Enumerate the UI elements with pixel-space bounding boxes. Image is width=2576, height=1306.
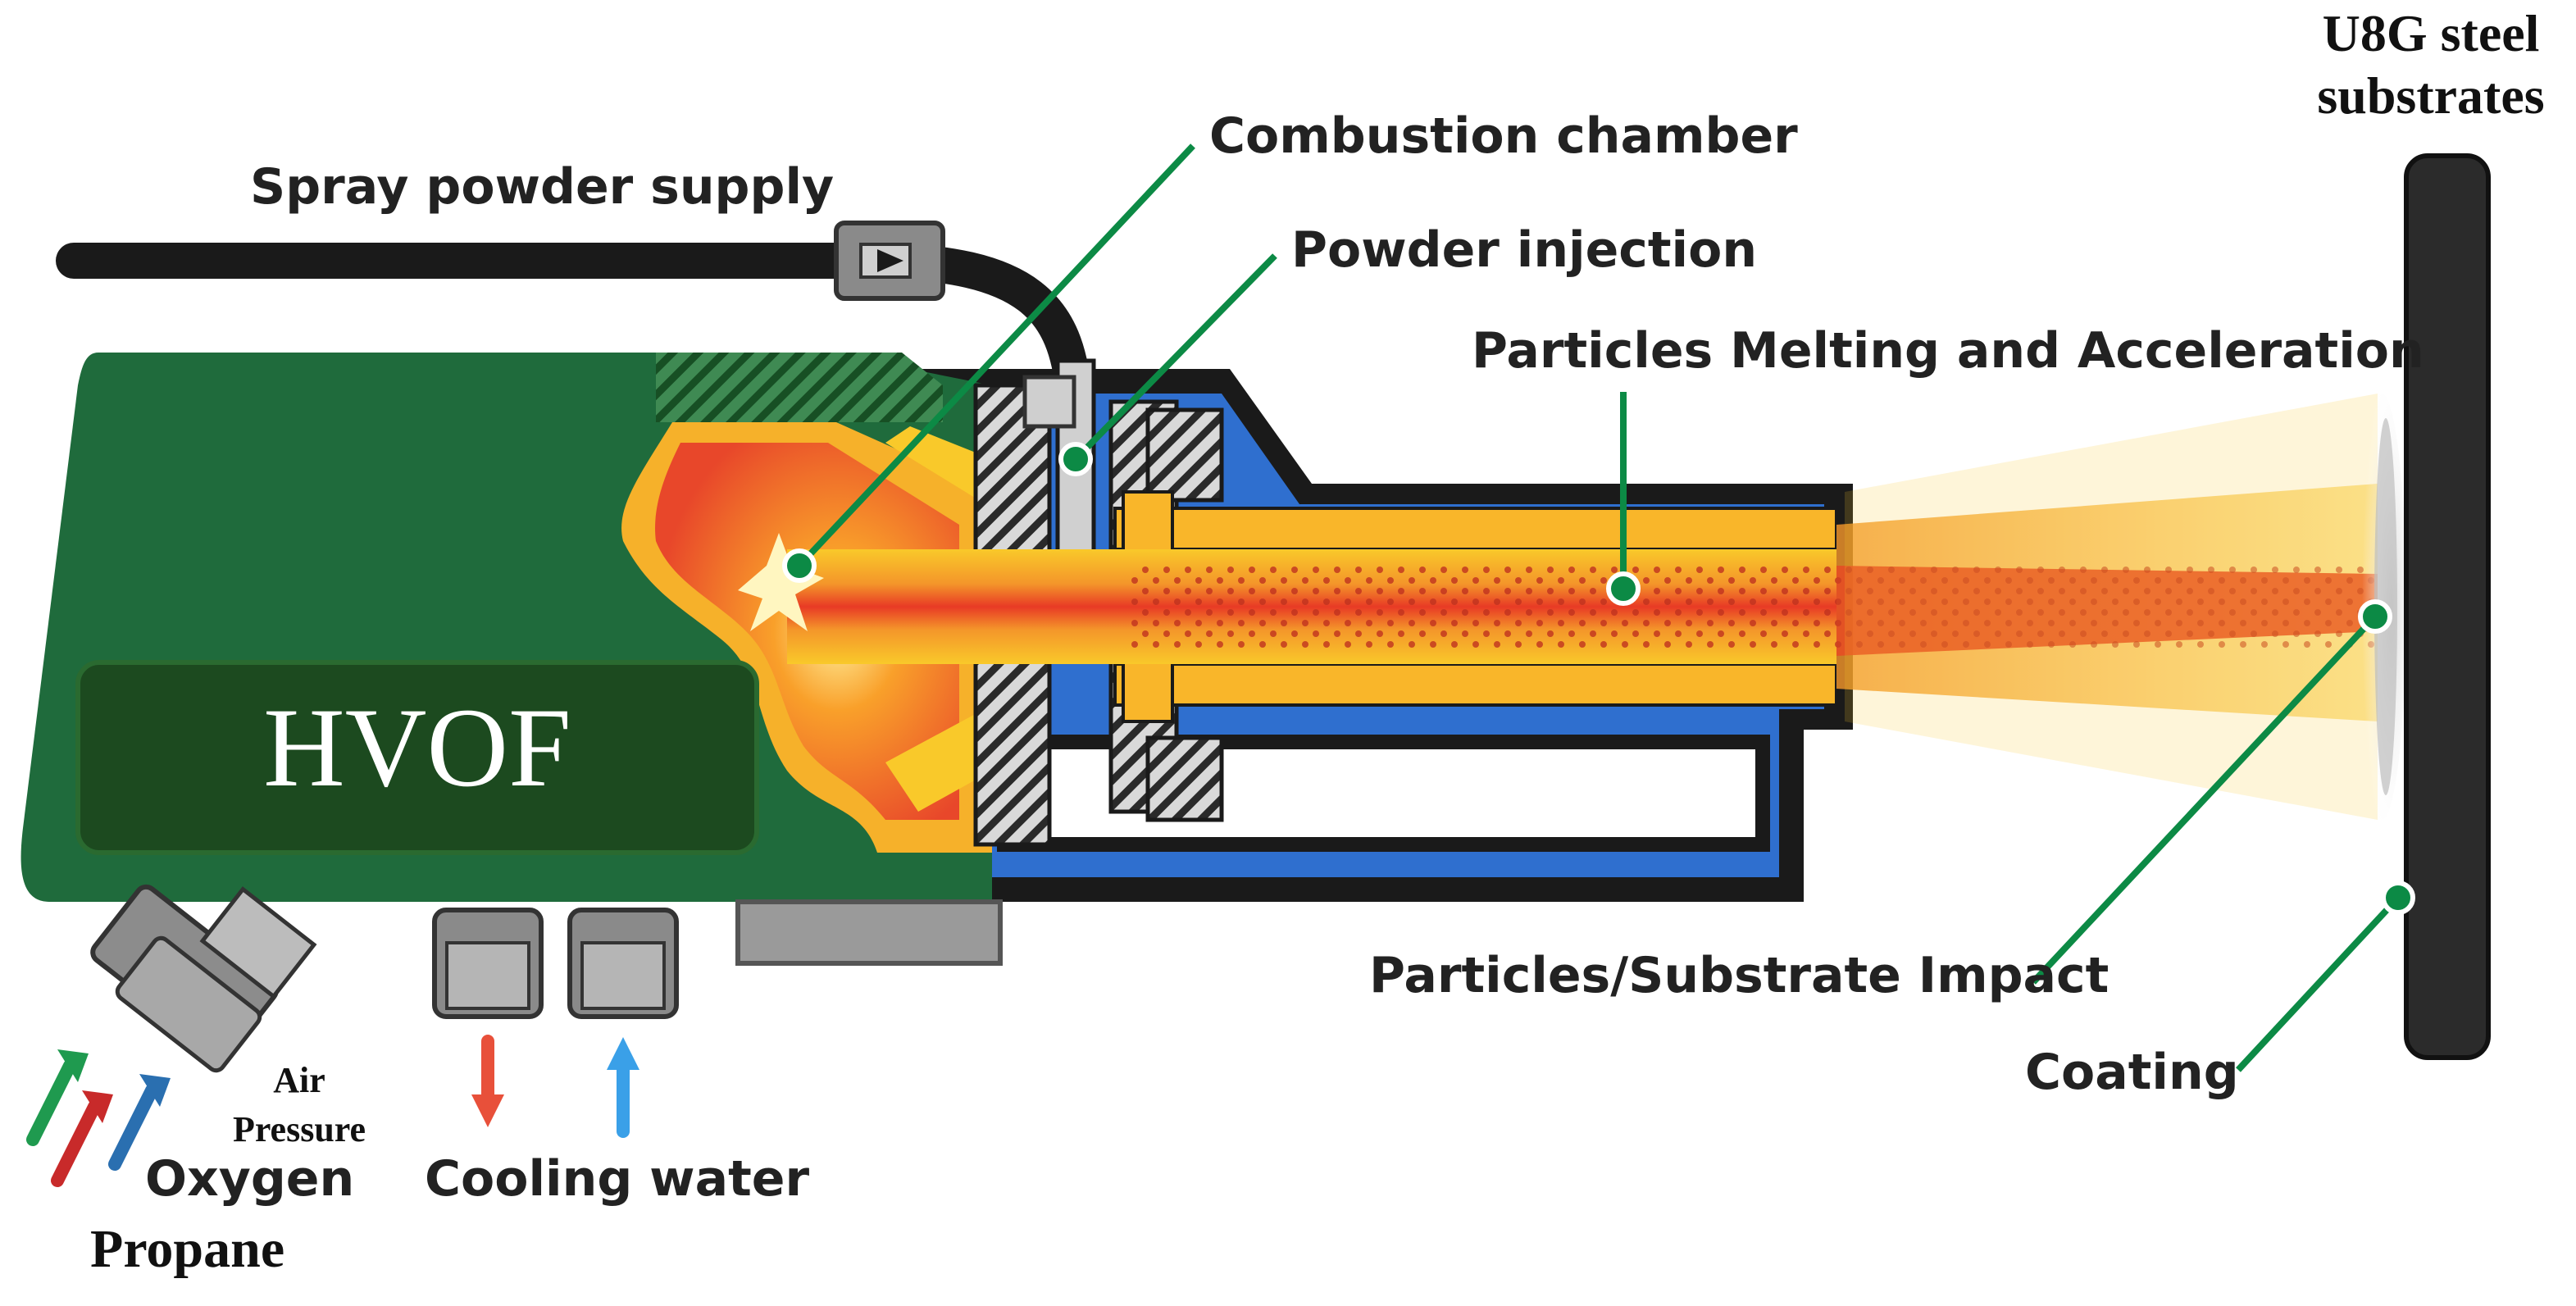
air-arrow-up-icon — [108, 1084, 158, 1171]
mount-plate — [735, 899, 1003, 966]
cooling-water-connectors — [432, 908, 679, 1019]
air-label-line1: Air — [273, 1060, 325, 1100]
propane-arrow-up-icon — [26, 1059, 76, 1146]
coating-label: Coating — [2025, 1044, 2239, 1101]
powder-injection-label: Powder injection — [1291, 221, 1757, 279]
leader-lines — [797, 143, 2401, 1072]
propane-label: Propane — [90, 1219, 284, 1279]
combustion-chamber-dot — [782, 548, 817, 583]
oxygen-label: Oxygen — [145, 1150, 354, 1208]
oxygen-arrow-up-icon — [51, 1100, 101, 1187]
flame-jet — [738, 533, 1836, 664]
coating-dot — [2381, 881, 2415, 915]
particles-melting-dot — [1606, 571, 1641, 606]
hvof-label: HVOF — [263, 685, 571, 810]
spray-powder-supply-label: Spray powder supply — [250, 158, 834, 216]
cooling-arrows — [471, 1035, 639, 1138]
leader-dots — [782, 442, 2415, 915]
particles-melting-label: Particles Melting and Acceleration — [1472, 322, 2424, 380]
substrate-label-line1: U8G steel — [2323, 4, 2540, 62]
powder-injection-dot — [1058, 442, 1093, 476]
combustion-chamber-label: Combustion chamber — [1209, 107, 1798, 165]
hvof-badge: HVOF — [75, 660, 759, 855]
particles-impact-label: Particles/Substrate Impact — [1369, 947, 2109, 1004]
spray-plume — [1836, 394, 2378, 820]
substrate-plate — [2404, 153, 2491, 1060]
substrate-label-line2: substrates — [2317, 66, 2544, 125]
air-label-line2: Pressure — [233, 1109, 366, 1149]
gas-connectors — [90, 884, 317, 1073]
barrel-liner — [1113, 490, 1838, 723]
gas-arrows — [26, 1049, 171, 1187]
particles-impact-dot — [2358, 599, 2392, 634]
cooling-water-label: Cooling water — [425, 1150, 809, 1208]
